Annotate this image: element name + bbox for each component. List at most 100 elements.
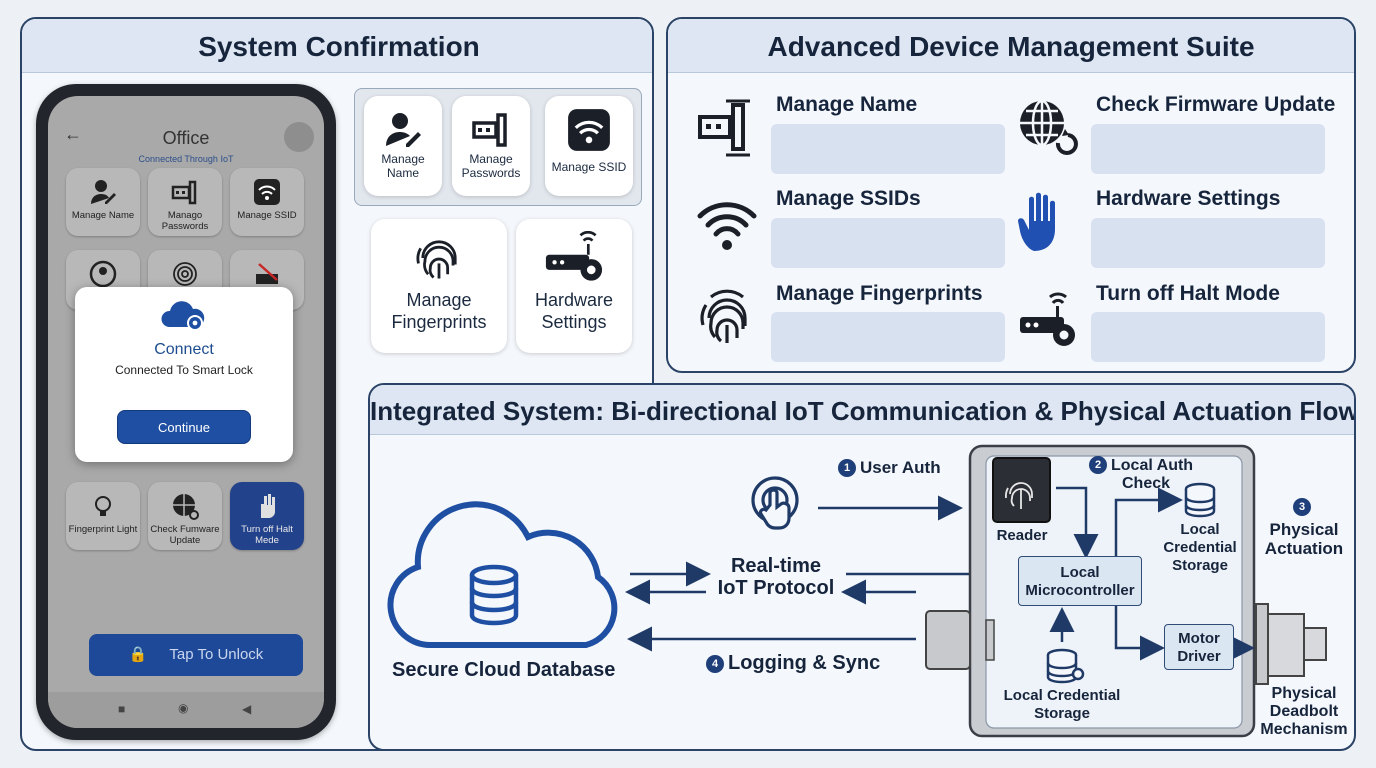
tile-fingerprint-light[interactable]: Fingerprint Light xyxy=(66,482,140,550)
tile-label: Manage Name xyxy=(71,210,135,221)
microcontroller-box: Local Microcontroller xyxy=(1018,556,1142,606)
tile-hardware-settings[interactable]: Hardware Settings xyxy=(516,219,632,353)
fingerprint-icon xyxy=(416,240,457,279)
cloud-label: Secure Cloud Database xyxy=(392,659,616,681)
router-gear-icon xyxy=(1020,292,1075,346)
user-edit-icon xyxy=(91,180,116,204)
recent-apps-icon[interactable]: ■ xyxy=(118,702,126,716)
tile-manage-passwords[interactable]: Manage Passwords xyxy=(452,96,530,196)
panel-header: Integrated System: Bi-directional IoT Co… xyxy=(370,385,1354,435)
arrow-reader-to-micro xyxy=(1056,486,1099,559)
tile-halt-mode[interactable]: Turn off Halt Mede xyxy=(230,482,304,550)
deadbolt-line: Physical xyxy=(1271,685,1337,702)
back-arrow-icon[interactable]: ← xyxy=(64,124,82,144)
panel-header: System Confirmation xyxy=(22,19,652,73)
step-badge: 2 xyxy=(1089,456,1107,474)
lock-icon: 🔒 xyxy=(128,646,148,663)
screen-subtitle: Connected Through IoT xyxy=(138,154,234,164)
card-reader-icon xyxy=(171,180,197,205)
step-3-label-1: Physical xyxy=(1269,520,1339,539)
manage-ssids-field[interactable] xyxy=(771,218,1005,268)
tile-label: Manage SSID xyxy=(237,210,297,221)
tile-manage-ssid[interactable]: Manage SSID xyxy=(545,96,633,196)
back-nav-icon[interactable]: ◀ xyxy=(242,702,252,716)
database-icon xyxy=(469,564,519,626)
manage-name-field[interactable] xyxy=(771,124,1005,174)
deadbolt-line: Mechanism xyxy=(1260,721,1348,738)
tile-label: Check Fumware Update xyxy=(150,524,220,546)
globe-refresh-icon xyxy=(173,494,199,520)
storage-bottom-line: Storage xyxy=(1034,705,1090,722)
storage-top-line: Storage xyxy=(1172,557,1228,574)
deadbolt-plate xyxy=(1255,603,1269,685)
card-reader-icon xyxy=(698,99,750,157)
user-circle-icon xyxy=(89,260,117,288)
touch-icon xyxy=(751,476,799,530)
home-icon[interactable]: ◉ xyxy=(178,701,189,715)
unlock-label: Tap To Unlock xyxy=(169,646,264,663)
light-bulb-icon xyxy=(95,496,111,516)
manage-fingerprints-field[interactable] xyxy=(771,312,1005,362)
storage-bottom-line: Local Credential xyxy=(1003,687,1121,704)
avatar[interactable] xyxy=(284,122,314,152)
halt-mode-label: Turn off Halt Mode xyxy=(1096,282,1280,305)
step-text: User Auth xyxy=(860,458,941,477)
fingerprint-icon xyxy=(700,289,747,343)
check-firmware-field[interactable] xyxy=(1091,124,1325,174)
tile-manage-name[interactable]: Manage Name xyxy=(66,168,140,236)
manage-fingerprints-label: Manage Fingerprints xyxy=(776,282,983,305)
user-edit-icon xyxy=(386,113,421,147)
motor-label-1: Motor xyxy=(1178,630,1220,647)
tile-manage-passwords[interactable]: Manago Passwords xyxy=(148,168,222,236)
reader-label: Reader xyxy=(996,527,1048,544)
arrow-micro-to-motor xyxy=(1114,606,1165,661)
manage-ssids-label: Manage SSIDs xyxy=(776,187,921,210)
step-3-label-2: Actuation xyxy=(1264,539,1344,558)
fingerprint-icon xyxy=(173,262,197,286)
halt-mode-field[interactable] xyxy=(1091,312,1325,362)
tile-manage-fingerprints[interactable]: Manage Fingerprints xyxy=(371,219,507,353)
advanced-management-panel: Advanced Device Management Suite Manage … xyxy=(666,17,1356,373)
panel-title: System Confirmation xyxy=(198,31,480,62)
screen-title: Office xyxy=(162,128,210,148)
tile-label: Fingerprint Light xyxy=(68,524,138,535)
step-3-badge-row: 3 xyxy=(1266,497,1342,517)
tap-to-unlock-button[interactable]: 🔒 Tap To Unlock xyxy=(89,634,303,676)
wifi-icon xyxy=(568,109,610,151)
storage-bottom-label: Local Credential Storage xyxy=(998,687,1126,723)
step-badge: 3 xyxy=(1293,498,1311,516)
hardware-settings-label: Hardware Settings xyxy=(1096,187,1281,210)
continue-button[interactable]: Continue xyxy=(117,410,251,444)
deadbolt-body xyxy=(1267,613,1305,677)
step-text: Local Auth xyxy=(1111,457,1194,474)
motor-label-2: Driver xyxy=(1177,648,1221,665)
storage-top-icon xyxy=(1184,482,1216,518)
manage-name-label: Manage Name xyxy=(776,93,918,116)
panel-title: Integrated System: Bi-directional IoT Co… xyxy=(370,396,1356,426)
cloud-shape xyxy=(387,501,618,648)
tile-manage-name[interactable]: Manage Name xyxy=(364,96,442,196)
hand-icon xyxy=(261,494,275,518)
dialog-message: Connected To Smart Lock xyxy=(115,363,253,377)
step-badge: 4 xyxy=(706,655,724,673)
tile-label: Manage Passwords xyxy=(461,152,521,180)
router-off-icon xyxy=(256,263,278,284)
tile-check-firmware[interactable]: Check Fumware Update xyxy=(148,482,222,550)
router-gear-icon xyxy=(545,231,603,281)
hardware-settings-field[interactable] xyxy=(1091,218,1325,268)
protocol-label-2: IoT Protocol xyxy=(717,577,835,599)
cloud-gear-icon xyxy=(161,301,205,331)
storage-top-line: Local xyxy=(1180,521,1220,538)
step-badge: 1 xyxy=(838,459,856,477)
reader-fingerprint-icon xyxy=(1004,482,1033,509)
deadbolt-line: Deadbolt xyxy=(1269,703,1339,720)
android-nav-bar: ■ ◉ ◀ xyxy=(48,692,324,728)
tile-label: Manage SSID xyxy=(551,160,627,174)
storage-bottom-icon xyxy=(1046,648,1085,684)
micro-label-2: Microcontroller xyxy=(1025,582,1135,599)
tile-manage-ssid[interactable]: Manage SSID xyxy=(230,168,304,236)
wifi-icon xyxy=(697,202,757,250)
